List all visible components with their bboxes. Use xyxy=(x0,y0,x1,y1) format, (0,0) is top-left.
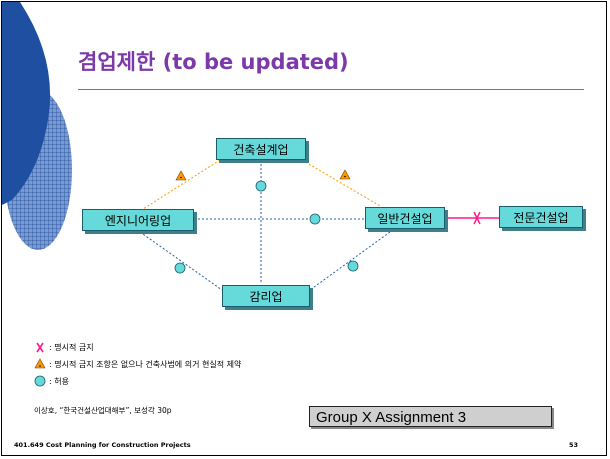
assignment-label: Group X Assignment 3 xyxy=(309,406,552,427)
warning-triangle-icon xyxy=(339,169,351,180)
node-specialty-construction: 전문건설업 xyxy=(499,206,583,228)
legend-text: : 명시적 금지 xyxy=(49,342,94,352)
x-mark-icon xyxy=(36,342,44,353)
title-divider xyxy=(78,89,584,90)
x-mark-icon xyxy=(473,211,481,225)
node-supervision: 감리업 xyxy=(222,285,310,307)
legend-item-restricted: : 명시적 금지 조항은 없으나 건축사법에 의거 현실적 제약 xyxy=(34,358,241,370)
legend-item-allowed: : 허용 xyxy=(34,375,69,387)
restricted-line-arch-general xyxy=(301,159,381,207)
page-number: 53 xyxy=(569,441,579,449)
legend-text: : 허용 xyxy=(49,376,69,386)
allowed-circle-icon xyxy=(347,260,359,272)
warning-triangle-icon xyxy=(175,170,187,181)
course-footer: 401.649 Cost Planning for Construction P… xyxy=(14,441,191,449)
legend-item-prohibited: : 명시적 금지 xyxy=(34,341,94,353)
restricted-line-arch-eng xyxy=(139,159,221,212)
allowed-line-eng-supervision xyxy=(139,231,223,291)
source-citation: 이상호, “한국건설산업대해부”, 보성각 30p xyxy=(34,406,172,415)
allowed-circle-icon xyxy=(34,375,46,387)
warning-triangle-icon xyxy=(34,358,46,369)
allowed-circle-icon xyxy=(309,213,321,225)
decorative-blue-shape xyxy=(2,2,72,250)
legend-text: : 명시적 금지 조항은 없으나 건축사법에 의거 현실적 제약 xyxy=(49,359,242,369)
node-engineering: 엔지니어링업 xyxy=(82,209,194,231)
node-architecture-design: 건축설계업 xyxy=(216,138,306,160)
allowed-circle-icon xyxy=(255,180,267,192)
allowed-line-general-supervision xyxy=(309,231,391,291)
slide-title: 겸업제한 (to be updated) xyxy=(78,50,349,74)
node-general-construction: 일반건설업 xyxy=(365,207,445,229)
allowed-circle-icon xyxy=(174,262,186,274)
